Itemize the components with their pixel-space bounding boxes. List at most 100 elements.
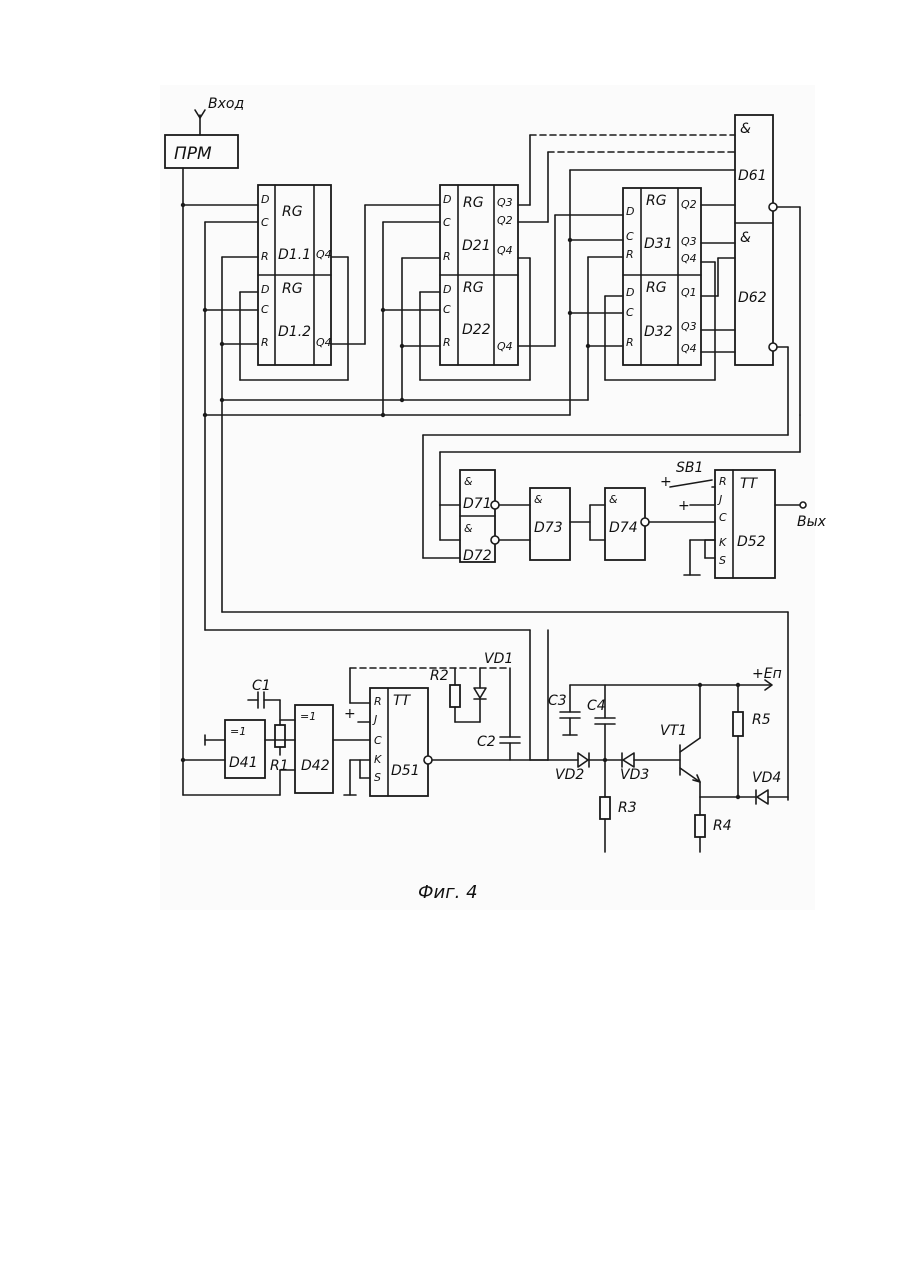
xor-symbol: =1 (230, 725, 246, 738)
and-symbol: & (740, 230, 751, 246)
xor-symbol: =1 (300, 710, 316, 723)
r3-label: R3 (618, 800, 637, 816)
xor-section (181, 692, 370, 795)
pin-q1: Q1 (681, 286, 697, 299)
antenna (195, 110, 205, 135)
pin-q4: Q4 (316, 248, 332, 261)
pin-d: D (626, 286, 634, 299)
flip-flop-d52 (670, 470, 806, 578)
d52-label: D52 (737, 534, 766, 550)
input-label: Вход (208, 96, 244, 112)
pin-k: K (374, 753, 382, 766)
pin-c: C (261, 303, 269, 316)
rg-label: RG (282, 204, 303, 220)
rg-label: RG (646, 280, 667, 296)
vd3-label: VD3 (620, 767, 649, 783)
rg-label: RG (646, 193, 667, 209)
pin-q4: Q4 (497, 244, 513, 257)
plus-sign: + (660, 474, 672, 490)
d72-label: D72 (463, 548, 492, 564)
d22-label: D22 (462, 322, 491, 338)
output-label: Вых (797, 514, 827, 530)
pin-q3: Q3 (681, 235, 697, 248)
pin-q4: Q4 (316, 336, 332, 349)
vd1-label: VD1 (484, 651, 513, 667)
plus-sign: + (344, 706, 356, 722)
power-stage (548, 630, 788, 852)
pin-d: D (443, 283, 451, 296)
pin-c: C (719, 511, 727, 524)
rg-label: RG (463, 195, 484, 211)
c4-label: C4 (587, 698, 606, 714)
and-symbol: & (534, 493, 543, 506)
r1-label: R1 (270, 758, 289, 774)
pin-d: D (443, 193, 451, 206)
pin-k: K (719, 536, 727, 549)
sb1-label: SB1 (676, 460, 703, 476)
vd2-label: VD2 (555, 767, 584, 783)
pin-r: R (443, 250, 451, 263)
pin-q3: Q3 (497, 196, 513, 209)
d31-label: D31 (644, 236, 673, 252)
tt-label: TT (393, 693, 412, 709)
d74-label: D74 (609, 520, 638, 536)
pin-r: R (261, 250, 269, 263)
pin-c: C (626, 230, 634, 243)
pin-c: C (443, 216, 451, 229)
d61-label: D61 (738, 168, 767, 184)
rg-label: RG (463, 280, 484, 296)
supply-label: +Eп (752, 666, 782, 682)
and-symbol: & (740, 121, 751, 137)
d11-label: D1.1 (278, 247, 311, 263)
pin-r: R (719, 475, 727, 488)
pin-d: D (261, 283, 269, 296)
pin-c: C (626, 306, 634, 319)
r5-label: R5 (752, 712, 771, 728)
pin-q2: Q2 (497, 214, 513, 227)
c3-label: C3 (548, 693, 567, 709)
pin-q4: Q4 (681, 252, 697, 265)
rg-label: RG (282, 281, 303, 297)
d42-label: D42 (301, 758, 330, 774)
r4-label: R4 (713, 818, 732, 834)
vt1-label: VT1 (660, 723, 687, 739)
pin-q3: Q3 (681, 320, 697, 333)
pin-c: C (261, 216, 269, 229)
plus-sign: + (678, 498, 690, 514)
pin-c: C (374, 734, 382, 747)
d51-label: D51 (391, 763, 420, 779)
pin-q4: Q4 (497, 340, 513, 353)
pin-j: J (372, 713, 377, 726)
and-symbol: & (464, 475, 473, 488)
c1-label: C1 (252, 678, 271, 694)
pin-r: R (374, 695, 382, 708)
d62-label: D62 (738, 290, 767, 306)
pin-c: C (443, 303, 451, 316)
d12-label: D1.2 (278, 324, 311, 340)
d21-label: D21 (462, 238, 491, 254)
pin-q4: Q4 (681, 342, 697, 355)
d41-label: D41 (229, 755, 258, 771)
pin-s: S (374, 771, 381, 784)
figure-caption: Фиг. 4 (418, 882, 478, 903)
r2-label: R2 (430, 668, 449, 684)
tt-label: TT (740, 476, 759, 492)
pin-d: D (626, 205, 634, 218)
and-symbol: & (464, 522, 473, 535)
pin-r: R (626, 248, 634, 261)
pin-q2: Q2 (681, 198, 697, 211)
c2-label: C2 (477, 734, 496, 750)
receiver-label: ПРМ (174, 144, 212, 164)
pin-r: R (261, 336, 269, 349)
pin-j: J (717, 493, 722, 506)
pin-d: D (261, 193, 269, 206)
d71-label: D71 (463, 496, 492, 512)
pin-r: R (443, 336, 451, 349)
pin-r: R (626, 336, 634, 349)
register-d2 (440, 185, 518, 365)
d73-label: D73 (534, 520, 563, 536)
d32-label: D32 (644, 324, 673, 340)
pin-s: S (719, 554, 726, 567)
